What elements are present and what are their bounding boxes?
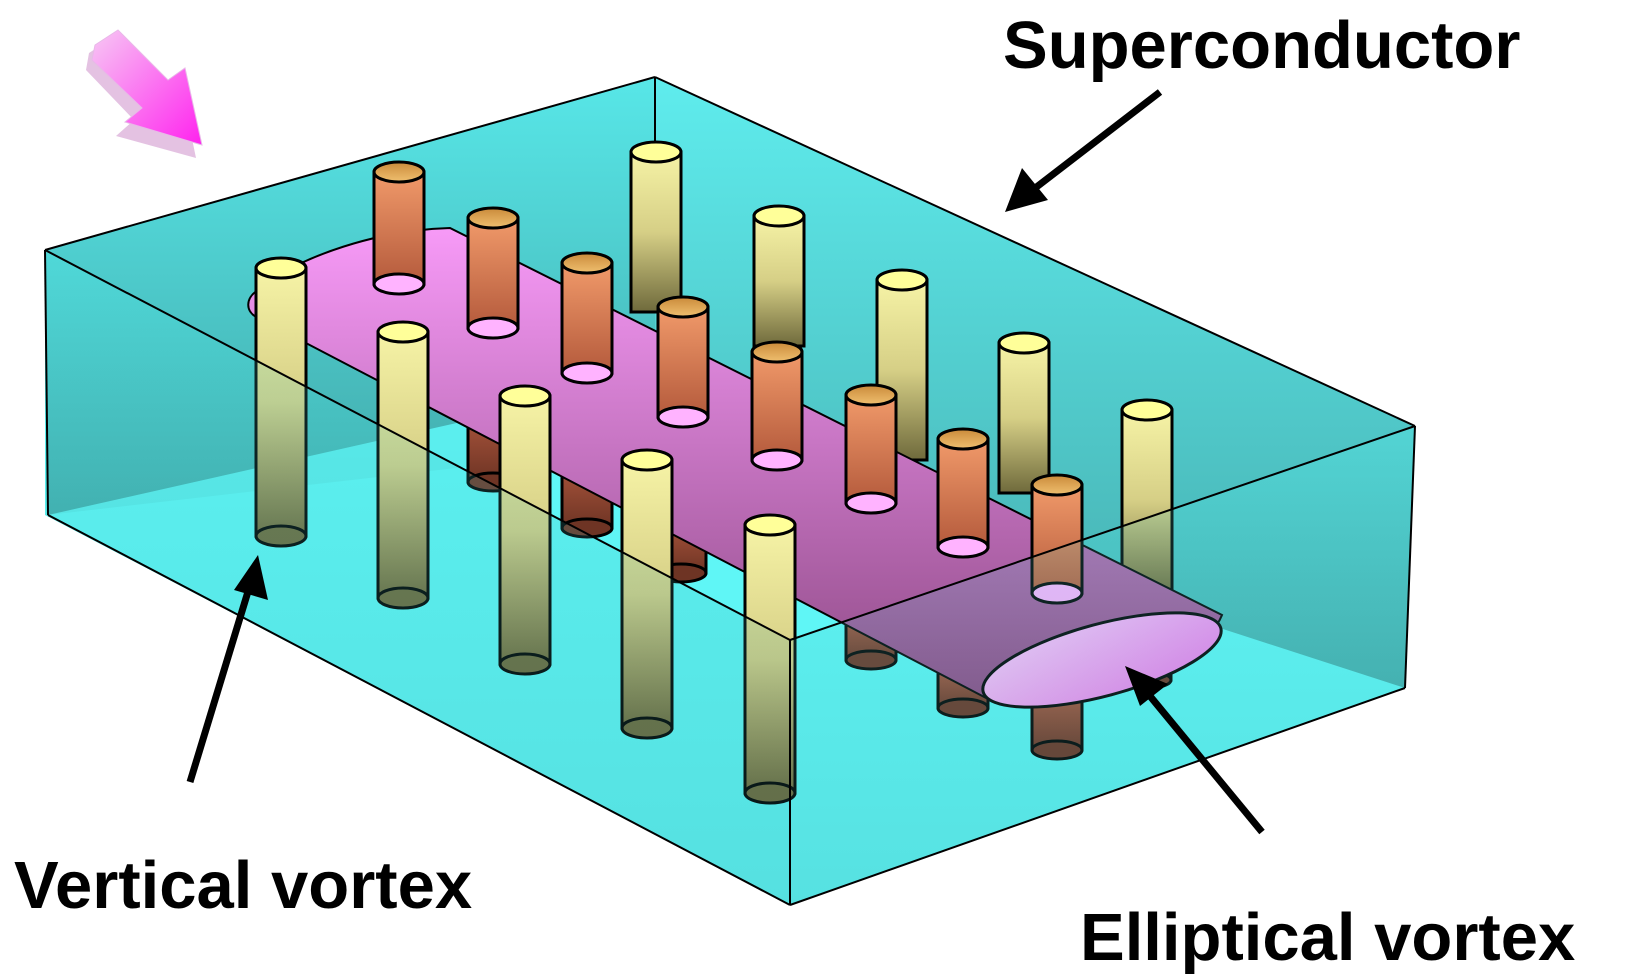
lattice-vortex (936, 427, 990, 559)
vertical-vortex (629, 140, 683, 314)
lattice-vortex (656, 295, 710, 429)
lattice-vortex (844, 383, 898, 515)
lattice-vortex (560, 251, 614, 385)
superconductor-label: Superconductor (1003, 8, 1521, 83)
superconductor-box-front-edges (44, 249, 1416, 906)
lattice-vortex (750, 340, 804, 472)
vertical-vortex (997, 331, 1051, 495)
elliptical-vortex-label: Elliptical vortex (1080, 900, 1576, 975)
magnetic-field-arrow-icon (86, 29, 203, 158)
pointer-arrow-icon (1125, 666, 1265, 835)
lattice-vortex (466, 206, 520, 340)
vertical-vortex (752, 204, 806, 348)
lattice-vortex (372, 160, 426, 296)
pointer-arrow-icon (1005, 89, 1163, 212)
vertical-vortex-label: Vertical vortex (14, 848, 473, 923)
pointer-arrow-icon (186, 555, 268, 784)
